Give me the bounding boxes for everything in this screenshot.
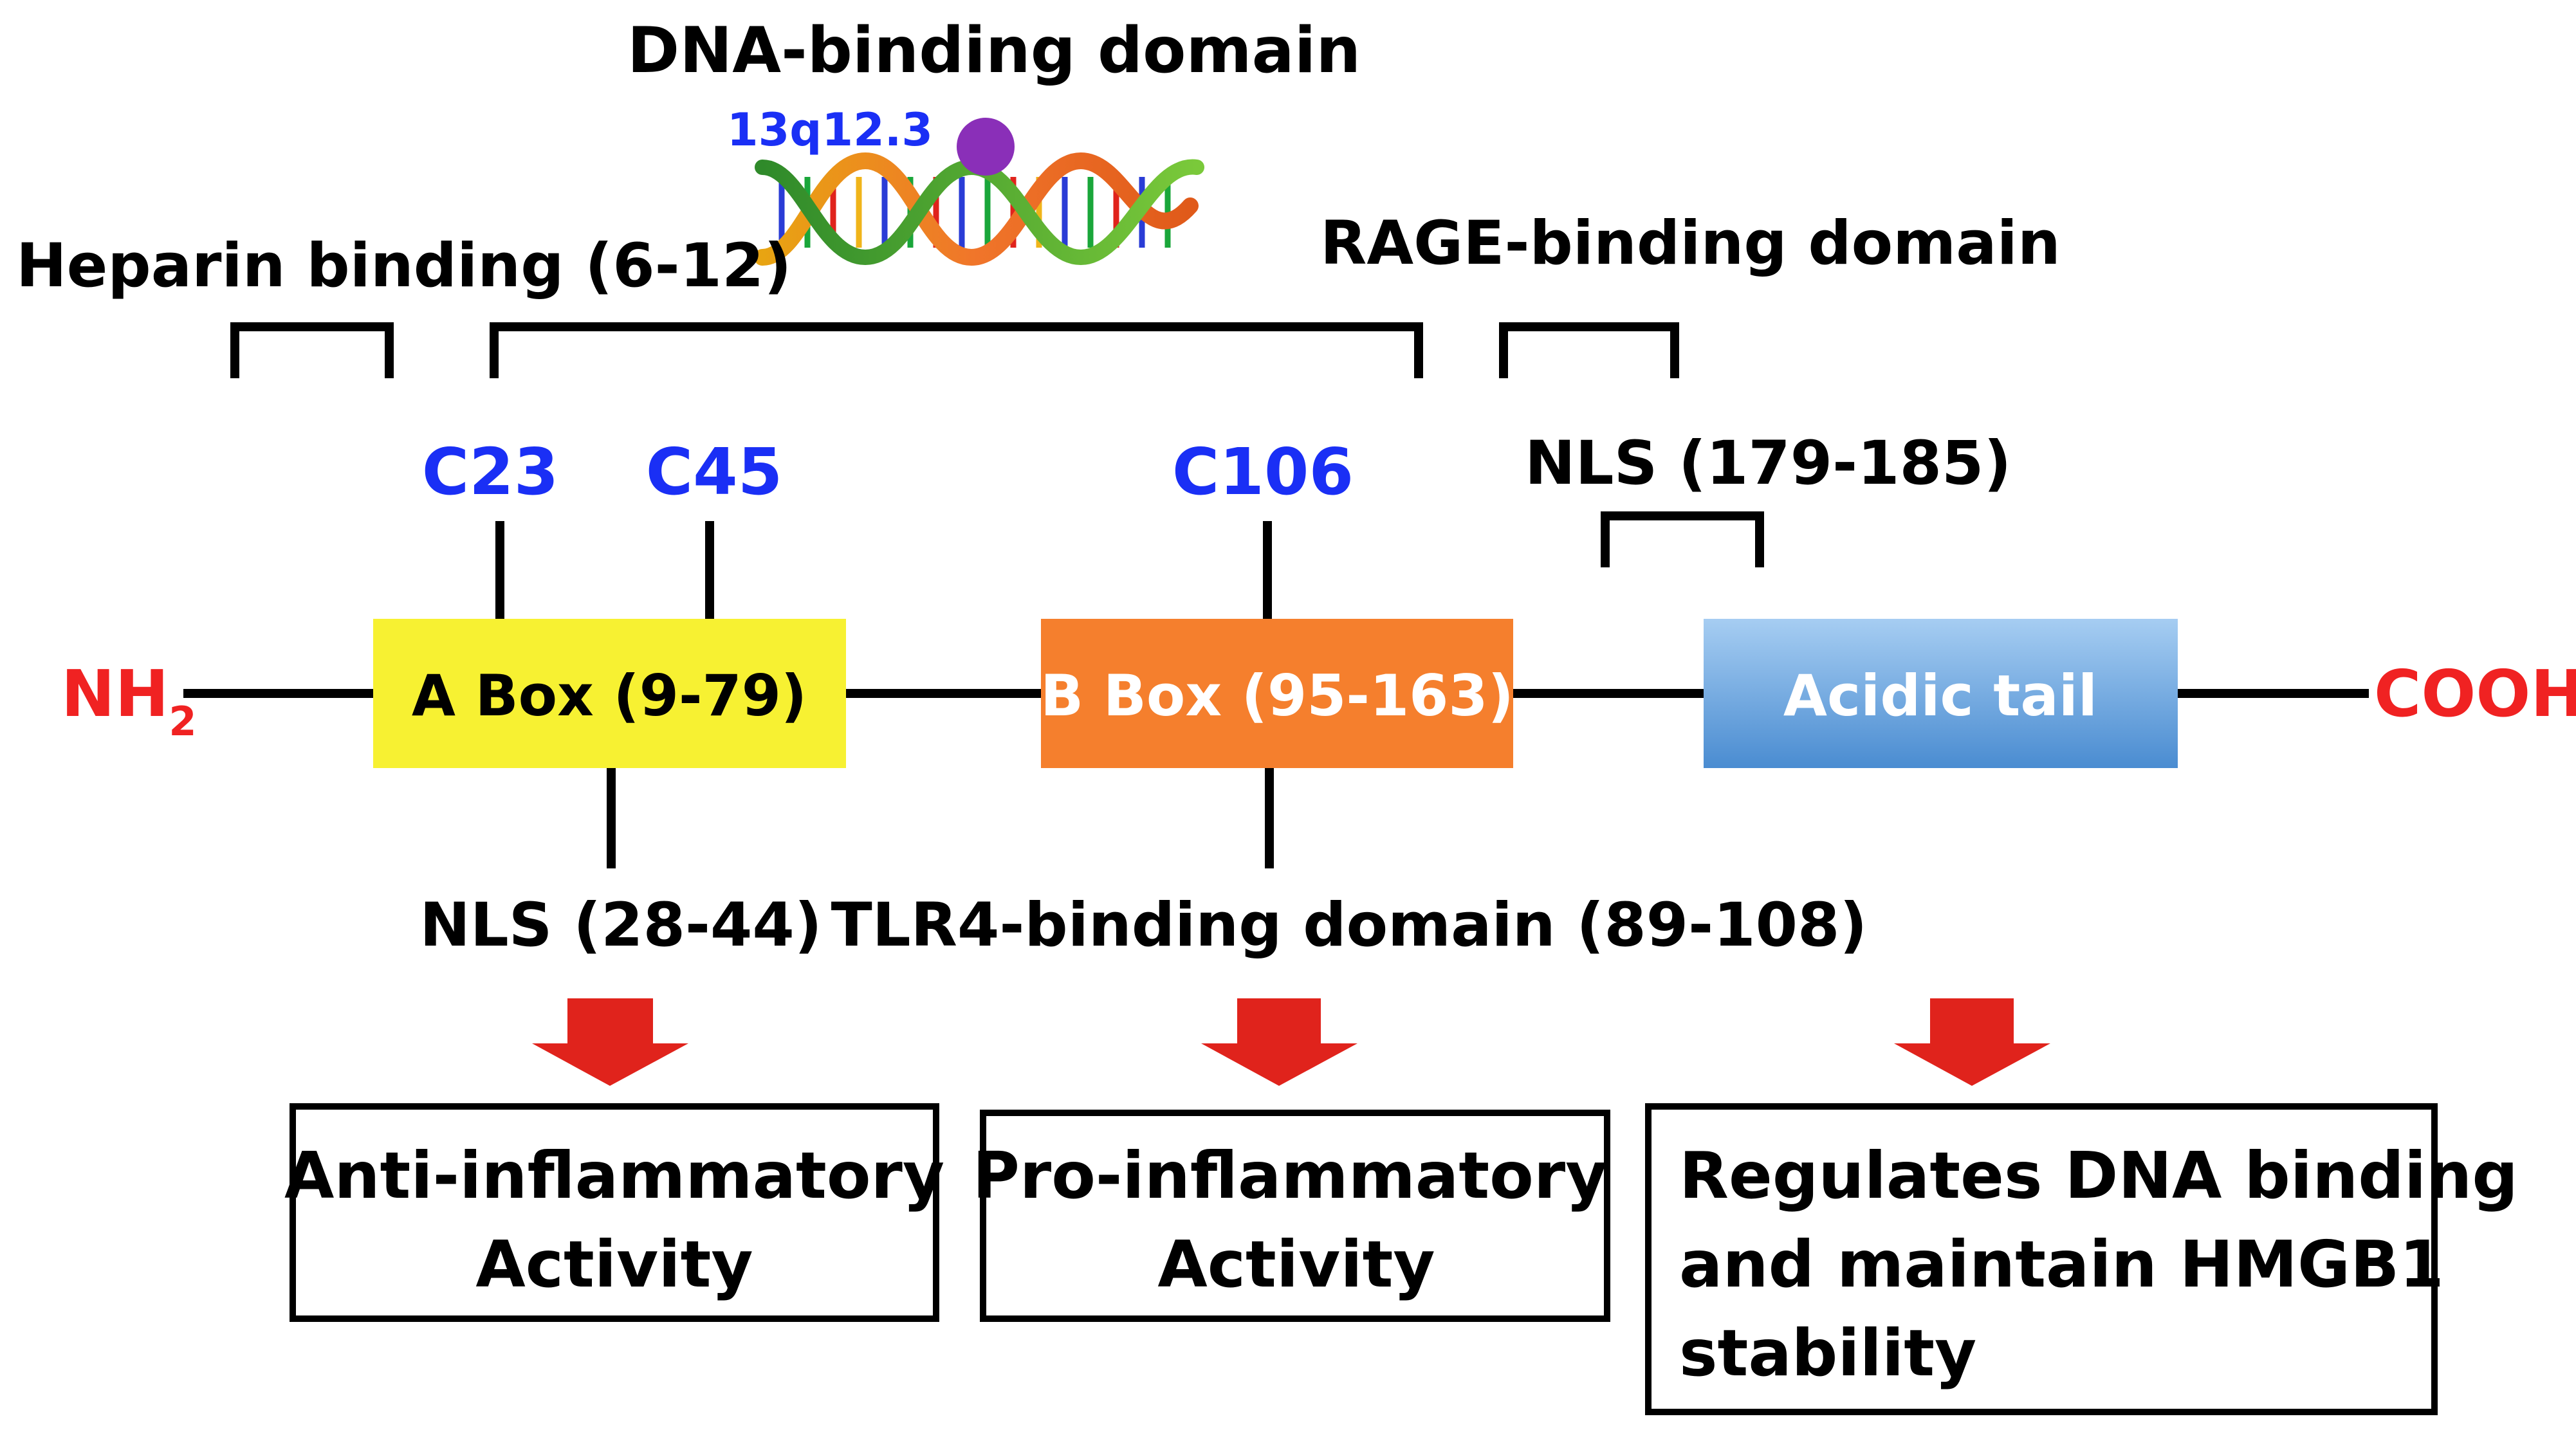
- tlr4-binding-domain-label: TLR4-binding domain (89-108): [831, 890, 1868, 960]
- regulates-line1: Regulates DNA binding: [1679, 1138, 2518, 1213]
- regulates-line3: stability: [1679, 1315, 1976, 1391]
- cysteine-c45-label: C45: [646, 434, 783, 509]
- n-terminus-label: NH2: [61, 656, 197, 745]
- dna-helix-icon: [754, 152, 1204, 266]
- dna-bound-protein-bead: [957, 118, 1015, 176]
- acidic-tail-label: Acidic tail: [1783, 663, 2097, 729]
- regulates-line2: and maintain HMGB1: [1679, 1227, 2444, 1302]
- pro-inflammatory-line1: Pro-inflammatory: [973, 1138, 1608, 1213]
- cysteine-c23-label: C23: [422, 434, 559, 509]
- dna-binding-bracket: [490, 322, 1423, 378]
- regulates-box: [1645, 1103, 2438, 1415]
- nls-c-bracket: [1601, 511, 1764, 567]
- heparin-binding-bracket: [230, 322, 394, 378]
- arrow-down-icon: [532, 998, 688, 1086]
- nls-28-44-label: NLS (28-44): [419, 890, 822, 960]
- a-box-label: A Box (9-79): [412, 663, 807, 729]
- pro-inflammatory-line2: Activity: [1157, 1227, 1435, 1302]
- rage-binding-domain-label: RAGE-binding domain: [1320, 208, 2061, 279]
- pro-inflammatory-box: [980, 1110, 1610, 1322]
- c-terminus-label: COOH: [2374, 656, 2576, 731]
- cysteine-c106-label: C106: [1172, 434, 1354, 509]
- anti-inflammatory-line2: Activity: [475, 1227, 753, 1302]
- anti-inflammatory-box: [290, 1103, 939, 1322]
- chromosome-locus-label: 13q12.3: [727, 104, 933, 156]
- anti-inflammatory-line1: Anti-inflammatory: [284, 1138, 944, 1213]
- rage-binding-bracket: [1499, 322, 1679, 378]
- arrow-down-icon: [1894, 998, 2050, 1086]
- b-box-domain: [1041, 619, 1513, 768]
- nls-179-185-label: NLS (179-185): [1525, 428, 2011, 499]
- a-box-domain: [373, 619, 846, 768]
- heparin-binding-label: Heparin binding (6-12): [16, 231, 791, 301]
- arrow-down-icon: [1201, 998, 1357, 1086]
- dna-binding-domain-label: DNA-binding domain: [627, 14, 1361, 87]
- b-box-label: B Box (95-163): [1040, 663, 1514, 729]
- acidic-tail-domain: [1704, 619, 2178, 768]
